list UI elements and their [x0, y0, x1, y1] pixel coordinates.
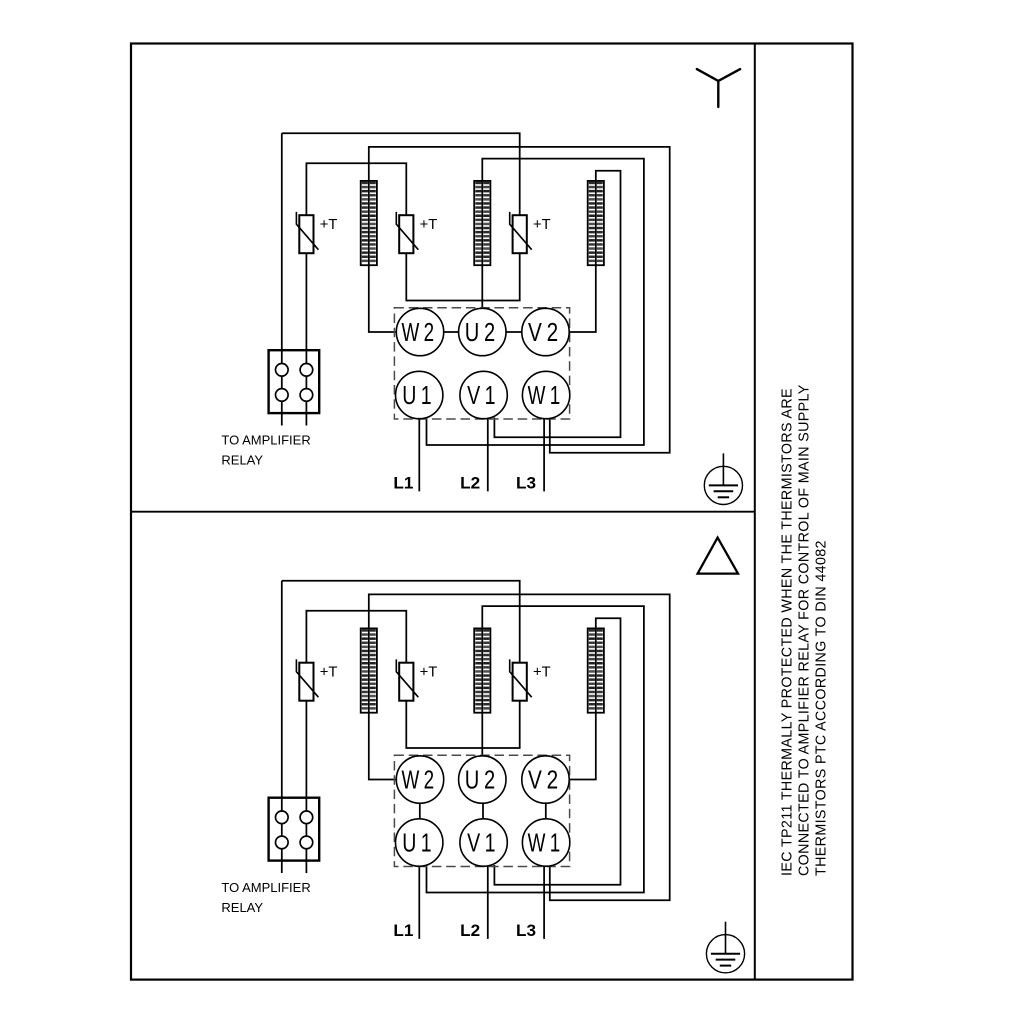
svg-text:L2: L2 [460, 921, 480, 940]
svg-text:+T: +T [320, 664, 338, 680]
svg-text:U1: U1 [402, 380, 436, 410]
svg-text:+T: +T [420, 664, 438, 680]
svg-text:W1: W1 [528, 380, 565, 410]
svg-text:V2: V2 [528, 317, 563, 347]
svg-text:RELAY: RELAY [221, 453, 263, 468]
svg-text:L2: L2 [460, 474, 480, 493]
svg-text:U1: U1 [402, 828, 436, 858]
svg-text:THERMISTORS PTC ACCORDING TO D: THERMISTORS PTC ACCORDING TO DIN 44082 [814, 540, 830, 876]
svg-text:+T: +T [320, 217, 338, 233]
svg-text:L3: L3 [516, 474, 536, 493]
svg-text:L3: L3 [516, 921, 536, 940]
svg-text:RELAY: RELAY [221, 900, 263, 915]
svg-text:W1: W1 [528, 828, 565, 858]
svg-text:+T: +T [420, 217, 438, 233]
svg-text:IEC TP211 THERMALLY PROTECTED: IEC TP211 THERMALLY PROTECTED WHEN THE T… [780, 388, 796, 876]
svg-text:V2: V2 [528, 765, 563, 795]
svg-text:+T: +T [533, 664, 551, 680]
svg-text:U2: U2 [465, 765, 500, 795]
svg-text:L1: L1 [393, 474, 413, 493]
svg-text:L1: L1 [393, 921, 413, 940]
svg-text:+T: +T [533, 217, 551, 233]
svg-text:CONNECTED TO AMPLIFIER RELAY F: CONNECTED TO AMPLIFIER RELAY FOR CONTROL… [797, 384, 813, 876]
svg-text:V1: V1 [467, 380, 500, 410]
svg-text:W2: W2 [402, 765, 439, 795]
svg-text:TO AMPLIFIER: TO AMPLIFIER [221, 880, 310, 895]
svg-text:U2: U2 [465, 317, 500, 347]
svg-text:TO AMPLIFIER: TO AMPLIFIER [221, 432, 310, 447]
svg-text:W2: W2 [402, 317, 439, 347]
svg-text:V1: V1 [467, 828, 500, 858]
